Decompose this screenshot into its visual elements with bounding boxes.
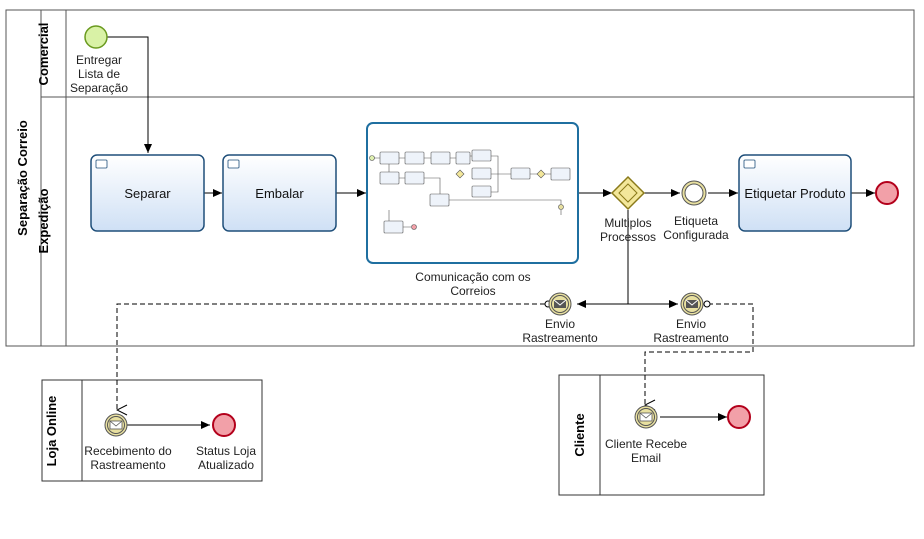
label-multiplos-processos: Multiplos Processos <box>599 216 657 244</box>
label-envio-rastreamento-right: Envio Rastreamento <box>653 317 729 345</box>
message-event-loja-recebimento[interactable] <box>104 413 128 437</box>
pool-label-separacao-correio: Separação Correio <box>15 120 30 236</box>
message-flows <box>117 303 754 410</box>
label-cliente-recebe-email: Cliente Recebe Email <box>604 437 688 465</box>
task-etiquetar-produto[interactable] <box>738 154 852 232</box>
message-event-cliente-recebe[interactable] <box>634 405 658 429</box>
lane-label-expedicao: Expedição <box>36 188 51 254</box>
subprocess-comunicacao-correios[interactable] <box>366 122 579 264</box>
start-event[interactable] <box>84 25 108 49</box>
task-label-etiquetar: Etiquetar Produto <box>744 185 846 201</box>
gateway-multiplos-processos[interactable] <box>610 175 646 211</box>
label-entregar-lista: Entregar Lista de Separação <box>69 53 129 95</box>
label-envio-rastreamento-left: Envio Rastreamento <box>522 317 598 345</box>
label-status-loja: Status Loja Atualizado <box>195 444 257 472</box>
task-label-separar: Separar <box>124 185 171 201</box>
end-event-main[interactable] <box>875 181 899 205</box>
end-event-cliente[interactable] <box>727 405 751 429</box>
message-event-envio-left[interactable] <box>548 292 572 316</box>
lane-label-comercial: Comercial <box>36 22 51 86</box>
subprocess-miniature <box>369 149 571 234</box>
task-embalar[interactable] <box>222 154 337 232</box>
label-etiqueta-configurada: Etiqueta Configurada <box>663 214 729 242</box>
label-comunicacao-correios: Comunicação com os Correios <box>415 270 531 298</box>
pool-cliente <box>558 374 765 496</box>
intermediate-event-etiqueta[interactable] <box>681 180 707 206</box>
label-recebimento-rastreamento: Recebimento do Rastreamento <box>84 444 172 472</box>
end-event-loja[interactable] <box>212 413 236 437</box>
task-label-embalar: Embalar <box>255 185 304 201</box>
task-separar[interactable] <box>90 154 205 232</box>
message-event-envio-right[interactable] <box>680 292 704 316</box>
pool-label-loja-online: Loja Online <box>44 395 59 467</box>
sequence-flows <box>107 36 875 429</box>
pool-label-cliente: Cliente <box>572 413 587 457</box>
